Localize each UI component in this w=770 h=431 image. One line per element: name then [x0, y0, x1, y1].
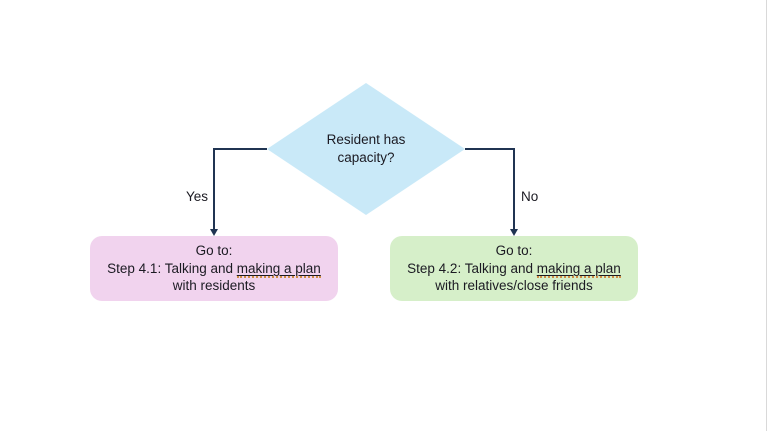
decision-diamond: Resident has capacity? — [267, 83, 465, 215]
step-4-2-line2-underlined-phrase: making a plan — [536, 260, 621, 278]
decision-text-line1: Resident has — [326, 132, 406, 147]
page-edge-line — [766, 0, 767, 431]
yes-arrowhead-icon — [210, 229, 218, 236]
step-4-1-line2-underlined-phrase: making a plan — [236, 260, 321, 278]
step-4-2-line3: with relatives/close friends — [435, 278, 593, 294]
step-4-1-line3: with residents — [172, 278, 256, 294]
step-4-1-line2: Step 4.1: Talking and making a plan — [107, 260, 321, 278]
yes-connector-horizontal — [214, 148, 267, 150]
no-label: No — [521, 189, 539, 204]
step-4-2-line2: Step 4.2: Talking and making a plan — [407, 260, 621, 278]
no-connector-horizontal — [465, 148, 514, 150]
step-4-1-line1: Go to: — [195, 243, 233, 259]
step-4-2-line1: Go to: — [495, 243, 533, 259]
no-arrowhead-icon — [510, 229, 518, 236]
step-4-2-line2-prefix: Step 4.2: Talking and — [407, 260, 537, 276]
yes-connector-vertical — [213, 148, 215, 230]
decision-text-line2: capacity? — [337, 150, 395, 165]
step-4-1-box: Go to: Step 4.1: Talking and making a pl… — [90, 236, 338, 301]
no-connector-vertical — [513, 148, 515, 230]
yes-label: Yes — [185, 189, 208, 204]
step-4-2-box: Go to: Step 4.2: Talking and making a pl… — [390, 236, 638, 301]
step-4-1-line2-prefix: Step 4.1: Talking and — [107, 260, 237, 276]
